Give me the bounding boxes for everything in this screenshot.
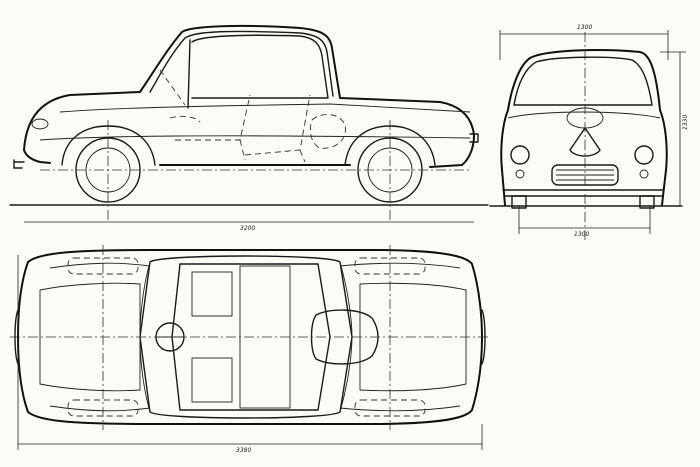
top-seat-front-right	[191, 357, 233, 403]
side-lower-line	[39, 135, 471, 141]
top-fender-front-left	[49, 262, 151, 269]
side-front-bumper	[13, 159, 25, 169]
top-fender-rear-right	[339, 405, 461, 412]
top-front-bumper	[14, 309, 19, 365]
front-height-label: 1330	[682, 114, 689, 130]
front-wheel-right	[639, 195, 655, 209]
side-steering	[159, 69, 201, 123]
side-front-seat	[175, 94, 251, 161]
side-window-frame	[149, 30, 334, 97]
side-body-outline	[23, 24, 475, 168]
front-foglight-left	[515, 169, 525, 179]
top-body-outline	[17, 249, 483, 425]
top-view	[10, 245, 490, 450]
front-bumper	[502, 189, 665, 197]
front-track-label: 1300	[574, 231, 590, 238]
front-width-label: 1300	[577, 24, 593, 31]
front-headlight-right	[634, 145, 654, 165]
top-fender-rear-left	[339, 262, 461, 269]
side-belt-line	[59, 103, 471, 113]
side-headlight	[31, 118, 49, 130]
side-rear-bumper	[469, 133, 479, 143]
side-engine-outline	[309, 114, 346, 149]
front-view	[489, 30, 686, 240]
top-length-label: 3380	[236, 447, 252, 454]
top-seat-front-left	[191, 271, 233, 317]
front-windshield	[513, 56, 653, 106]
front-hood-line	[507, 111, 661, 119]
side-door-window	[187, 34, 329, 109]
front-headlight-left	[510, 145, 530, 165]
top-rear-bumper	[481, 309, 486, 365]
side-rear-seat	[244, 94, 311, 163]
top-engine-cover	[310, 309, 379, 365]
side-view	[9, 24, 489, 223]
side-front-wheel-arch	[61, 125, 156, 166]
front-foglight-right	[639, 169, 649, 179]
top-fender-front-right	[49, 405, 151, 412]
side-length-label: 3200	[240, 225, 256, 232]
top-hood-panel	[39, 282, 141, 392]
front-emblem	[569, 127, 601, 157]
top-trunk-panel	[359, 282, 467, 392]
front-body-outline	[500, 49, 668, 206]
